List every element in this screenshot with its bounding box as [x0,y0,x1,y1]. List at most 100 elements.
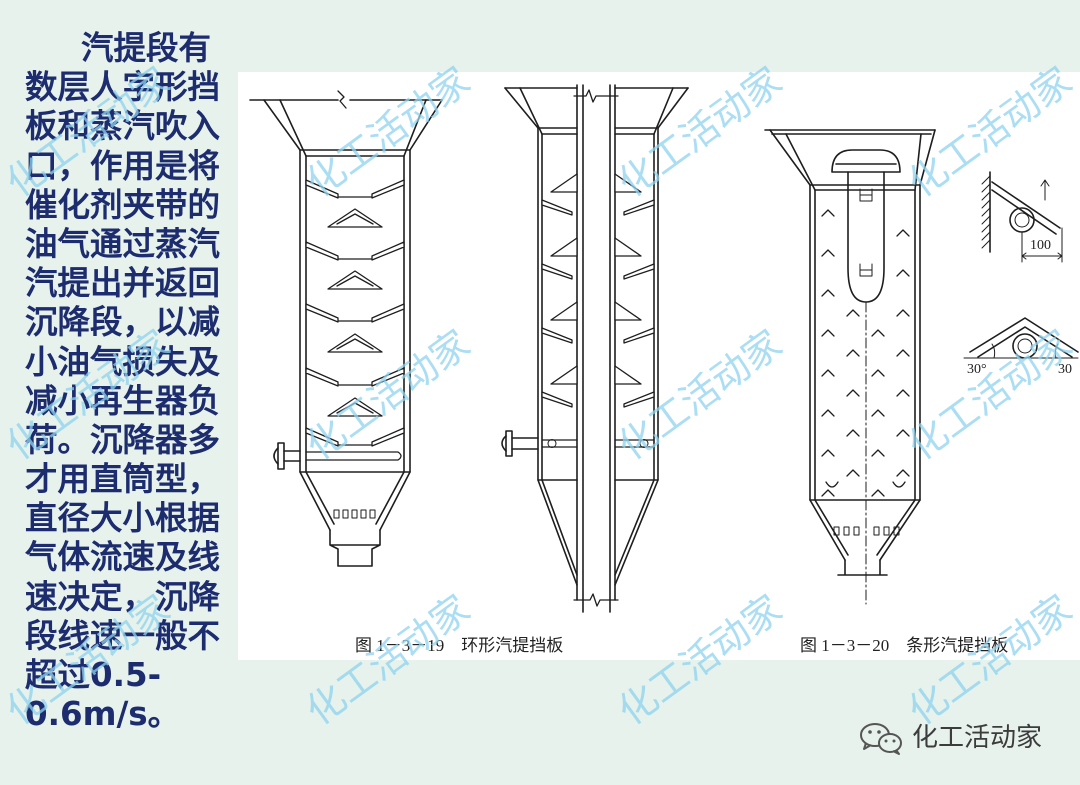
outlet-pipe [329,529,381,567]
ring-baffle [305,367,405,387]
outlet-pipe [837,559,888,576]
cone-bottom [299,471,411,531]
steam-flange [505,430,513,457]
strip-baffle-chevron [821,369,835,377]
paragraph-line: 才用直筒型， [25,460,221,499]
strip-baffle-chevron [871,369,885,377]
distributor-hole [873,526,880,536]
wechat-eye [868,730,872,734]
strip-baffle-chevron [821,329,835,337]
distributor-hole [360,509,367,519]
description-paragraph: 汽提段有 数层人字形挡 板和蒸汽吹入 口，作用是将 催化剂夹带的 油气通过蒸汽 … [25,29,230,734]
paragraph-line: 汽提段有 [81,29,212,67]
chevron-baffle [327,208,383,228]
strip-baffle-chevron [871,449,885,457]
detail-inverted-v-strip: 30° 30 [963,317,1079,377]
strip-baffle-chevron [846,469,860,477]
steam-inlet [501,430,655,457]
hopper-ring [299,149,411,157]
dimension-lines [1021,179,1063,263]
flare-ring [537,127,659,135]
chevron-baffle [327,333,383,353]
wechat-bubble-small [878,733,902,753]
wechat-bubble-tail [863,742,872,750]
strip-baffle-chevron [896,429,910,437]
strip-baffle-chevron [846,429,860,437]
distributor-hole [893,526,900,536]
strip-baffle-chevron [871,489,885,497]
baffle-stack [541,173,655,408]
steam-inlet [273,442,402,470]
technical-drawing: 100 30° 30 图 1－3－19 环形汽提挡板 图 1－3－20 条形汽提… [249,84,1079,655]
distributor-hole [833,526,840,536]
steam-pipe [511,437,539,450]
strip-baffle-chevron [821,209,835,217]
strip-plate [991,181,1061,235]
central-u-tube [847,171,885,303]
strip-baffle-chevron [821,489,835,497]
strip-baffle-chevron [821,289,835,297]
steam-cap [273,447,279,465]
steam-pipe-bore [1014,212,1030,228]
strip-baffle-chevron [846,349,860,357]
wall-ring-baffle [541,263,655,280]
wechat-eye [884,739,888,743]
paragraph-line: 油气通过蒸汽 [25,224,221,263]
steam-ring [541,439,655,448]
figure-caption-ring-baffle: 图 1－3－19 环形汽提挡板 [355,636,563,655]
strip-baffle-chevron [821,249,835,257]
paragraph-line: 板和蒸汽吹入 [25,107,221,146]
wall-hatch [981,175,991,249]
riser-chevron-baffle [550,237,642,257]
account-name: 化工活动家 [912,723,1043,753]
strip-baffle-chevron [846,389,860,397]
strip-baffle-chevron [896,269,910,277]
break-mark-top [573,89,619,103]
stripper-vessel-ring-baffle-a [249,90,443,567]
ring-baffle [305,179,405,199]
paragraph-line: 小油气损失及 [25,342,221,381]
distributor-holes [833,526,900,536]
strip-baffle-chevron [821,409,835,417]
strip-baffle-chevron [871,329,885,337]
paragraph-line: 超过0.5- [25,656,162,694]
strip-baffle-chevron [896,229,910,237]
steam-flange [277,442,285,470]
paragraph-line: 汽提出并返回 [25,264,221,303]
paragraph-line: 0.6m/s。 [25,695,181,734]
distributor-hole [351,509,358,519]
strip-baffle-chevron [896,309,910,317]
baffle-stack [305,179,405,447]
paragraph-line: 口，作用是将 [25,146,221,185]
steam-pipe [283,450,301,462]
stripper-vessel-ring-baffle-b [501,84,689,613]
break-mark [337,90,347,109]
paragraph-line: 催化剂夹带的 [25,185,221,224]
chevron-baffle [327,397,383,417]
strip-baffle-chevron [896,389,910,397]
distributor-hole [369,509,376,519]
wall-ring-baffle [541,327,655,344]
funnel-ring [809,184,921,191]
top-flare [504,87,689,135]
riser-chevron-baffle [550,365,642,385]
angle-baseline [963,343,1079,359]
distributor-hole [843,526,850,536]
bottom-nozzle-arc [825,481,906,488]
ring-baffle [305,241,405,261]
wechat-eye [892,739,896,743]
center-riser-pipe [576,84,616,613]
steam-cap [501,435,507,452]
paragraph-line: 荷。沉降器多 [25,420,221,459]
figure-panel: 100 30° 30 图 1－3－19 环形汽提挡板 图 1－3－20 条形汽提… [238,72,1080,660]
paragraph-line: 沉降段，以减 [25,303,221,342]
vessel-wall [537,127,659,481]
vessel-wall [809,184,921,501]
strip-baffle-chevron [846,309,860,317]
detail-wall-strip: 100 [981,171,1063,263]
distributor-hole [883,526,890,536]
wall-ring-baffle [541,199,655,216]
strip-baffle-chevron [871,409,885,417]
inverted-v-plate [969,317,1079,358]
strip-baffle-grid [821,209,910,497]
